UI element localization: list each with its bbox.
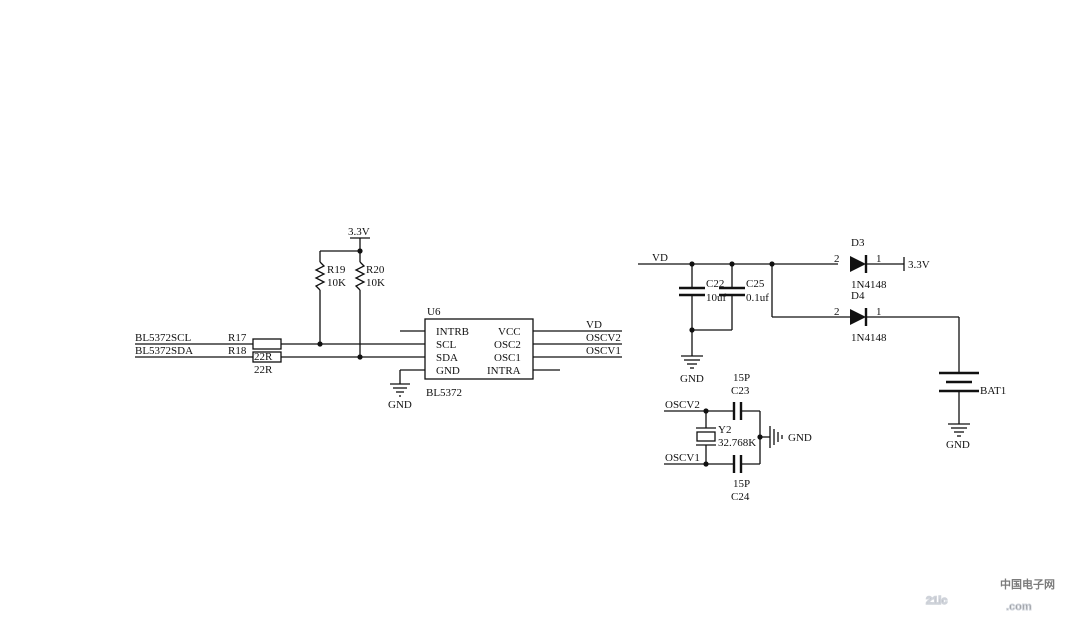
vd-rail-label: VD <box>652 252 668 264</box>
c25-ref: C25 <box>746 278 765 290</box>
r17-value: 22R <box>254 351 273 363</box>
c24-value: 15P <box>733 478 750 490</box>
junction-dot <box>757 434 763 440</box>
oscv1-input-label: OSCV1 <box>665 452 700 464</box>
u6-pin-intra: INTRA <box>487 365 521 377</box>
gnd-symbol-xtal: GND <box>759 411 812 464</box>
r18-value: 22R <box>254 364 273 376</box>
watermark-site: 21ic <box>926 595 947 607</box>
u6-body <box>424 318 534 380</box>
scl-net: BL5372SCL R17 22R <box>135 332 425 363</box>
bat1-ref: BAT1 <box>980 385 1006 397</box>
supply-3v3-top: 3.3V <box>348 226 370 251</box>
sda-net: BL5372SDA R18 22R <box>135 345 425 376</box>
y2-value: 32.768K <box>718 437 756 449</box>
junction-dot <box>703 461 709 467</box>
d3-pin-k: 1 <box>876 253 882 265</box>
d4-ref: D4 <box>851 290 865 302</box>
u6-pin-vcc: VCC <box>498 326 521 338</box>
u6-part: BL5372 <box>426 387 462 399</box>
d4-part: 1N4148 <box>851 332 887 344</box>
watermark-cn: 中国电子网 <box>1000 577 1055 591</box>
battery-bat1: BAT1 <box>939 317 1006 424</box>
resistor-r17-body <box>252 338 282 350</box>
gnd-symbol-bat: GND <box>946 423 970 451</box>
vd-net-label: VD <box>586 319 602 331</box>
capacitor-c25: C25 0.1uf <box>719 264 769 330</box>
u6-output-nets: VD OSCV2 OSCV1 <box>560 319 622 358</box>
d3-ref: D3 <box>851 237 865 249</box>
oscv2-input-net: OSCV2 <box>664 399 734 412</box>
supply-3v3-right-label: 3.3V <box>908 259 930 271</box>
capacitor-c22: C22 10uf <box>679 264 727 356</box>
r20-ref: R20 <box>366 264 385 276</box>
supply-3v3-label: 3.3V <box>348 226 370 238</box>
d3-part: 1N4148 <box>851 279 887 291</box>
c25-value: 0.1uf <box>746 292 769 304</box>
oscv2-net-label: OSCV2 <box>586 332 621 344</box>
watermark-logo: 21ic 中国电子网 .com <box>925 577 1055 614</box>
u6-ref: U6 <box>427 306 441 318</box>
gnd-label-caps: GND <box>680 373 704 385</box>
gnd-label-bat: GND <box>946 439 970 451</box>
ic-u6: U6 BL5372 INTRB SCL SDA GND VCC OSC2 OSC… <box>400 306 560 399</box>
u6-pin-osc1: OSC1 <box>494 352 521 364</box>
r17-ref: R17 <box>228 332 247 344</box>
r20-value: 10K <box>366 277 385 289</box>
r19-value: 10K <box>327 277 346 289</box>
junction-dot <box>689 327 695 333</box>
gnd-symbol-u6: GND <box>388 370 412 411</box>
junction-dot <box>357 354 363 360</box>
u6-pin-intrb: INTRB <box>436 326 469 338</box>
watermark-url: .com <box>1006 601 1032 613</box>
d3-anode-triangle <box>850 256 866 272</box>
capacitor-c23: 15P C23 <box>731 372 760 420</box>
junction-dot <box>703 408 709 414</box>
sda-net-label: BL5372SDA <box>135 345 193 357</box>
d4-pin-a: 2 <box>834 306 840 318</box>
d4-anode-triangle <box>850 309 866 325</box>
junction-dot <box>317 341 323 347</box>
crystal-y2: Y2 32.768K <box>696 411 756 464</box>
d4-pin-k: 1 <box>876 306 882 318</box>
scl-net-label: BL5372SCL <box>135 332 192 344</box>
diode-d4: D4 2 1 1N4148 <box>834 290 959 344</box>
oscv1-input-net: OSCV1 <box>664 452 734 465</box>
diode-d3: D3 2 1 1N4148 <box>834 237 904 291</box>
d3-pin-a: 2 <box>834 253 840 265</box>
c23-ref: C23 <box>731 385 750 397</box>
oscv2-input-label: OSCV2 <box>665 399 700 411</box>
resistor-r20: R20 10K <box>354 251 385 357</box>
vd-rail: VD <box>638 252 838 265</box>
y2-ref: Y2 <box>718 424 731 436</box>
gnd-label-xtal: GND <box>788 432 812 444</box>
r19-ref: R19 <box>327 264 346 276</box>
oscv1-net-label: OSCV1 <box>586 345 621 357</box>
c23-value: 15P <box>733 372 750 384</box>
y2-body <box>696 431 716 442</box>
gnd-label-u6: GND <box>388 399 412 411</box>
u6-pin-sda: SDA <box>436 352 458 364</box>
capacitor-c24: 15P C24 <box>731 455 760 503</box>
u6-pin-scl: SCL <box>436 339 456 351</box>
resistor-r19: R19 10K <box>314 251 346 344</box>
r18-ref: R18 <box>228 345 247 357</box>
gnd-symbol-caps: GND <box>680 355 704 385</box>
supply-3v3-right: 3.3V <box>903 257 930 271</box>
u6-pin-gnd: GND <box>436 365 460 377</box>
u6-pin-osc2: OSC2 <box>494 339 521 351</box>
c24-ref: C24 <box>731 491 750 503</box>
